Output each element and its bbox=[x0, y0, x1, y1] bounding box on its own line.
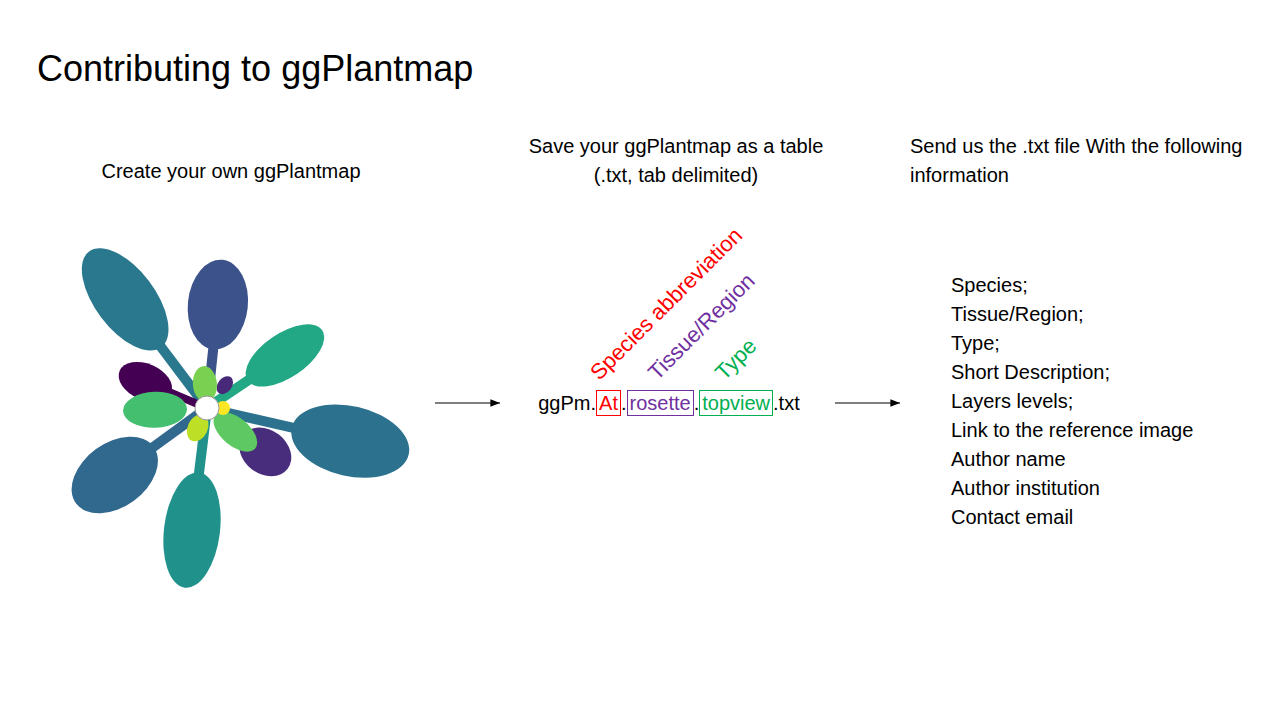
flow-arrow bbox=[835, 402, 900, 403]
step-heading: Save your ggPlantmap as a table (.txt, t… bbox=[511, 132, 841, 190]
info-item: Author name bbox=[951, 447, 1066, 471]
rosette-center bbox=[195, 396, 219, 420]
filename-part: ggPm. bbox=[538, 391, 596, 415]
step-heading: Create your own ggPlantmap bbox=[41, 159, 421, 183]
field-text: rosette bbox=[630, 391, 691, 415]
info-item: Species; bbox=[951, 273, 1028, 297]
field-text: topview bbox=[702, 391, 770, 415]
info-item: Contact email bbox=[951, 505, 1073, 529]
part-label: Type bbox=[712, 335, 761, 384]
flow-arrow bbox=[435, 402, 500, 403]
step-heading: Send us the .txt file With the following… bbox=[910, 132, 1255, 190]
info-item: Layers levels; bbox=[951, 389, 1073, 413]
filename-field-box: rosette bbox=[627, 390, 694, 416]
filename-field-box: At bbox=[596, 390, 621, 416]
leaf bbox=[57, 388, 218, 529]
rosette-illustration bbox=[57, 233, 416, 591]
info-item: Tissue/Region; bbox=[951, 302, 1084, 326]
info-item: Author institution bbox=[951, 476, 1100, 500]
page-title: Contributing to ggPlantmap bbox=[37, 47, 473, 91]
filename-field-box: topview bbox=[699, 390, 773, 416]
field-text: At bbox=[599, 391, 618, 415]
filename-part: .txt bbox=[773, 391, 800, 415]
leaf bbox=[203, 312, 335, 421]
info-item: Short Description; bbox=[951, 360, 1110, 384]
info-item: Type; bbox=[951, 331, 1000, 355]
info-item: Link to the reference image bbox=[951, 418, 1193, 442]
leaf bbox=[122, 391, 187, 429]
